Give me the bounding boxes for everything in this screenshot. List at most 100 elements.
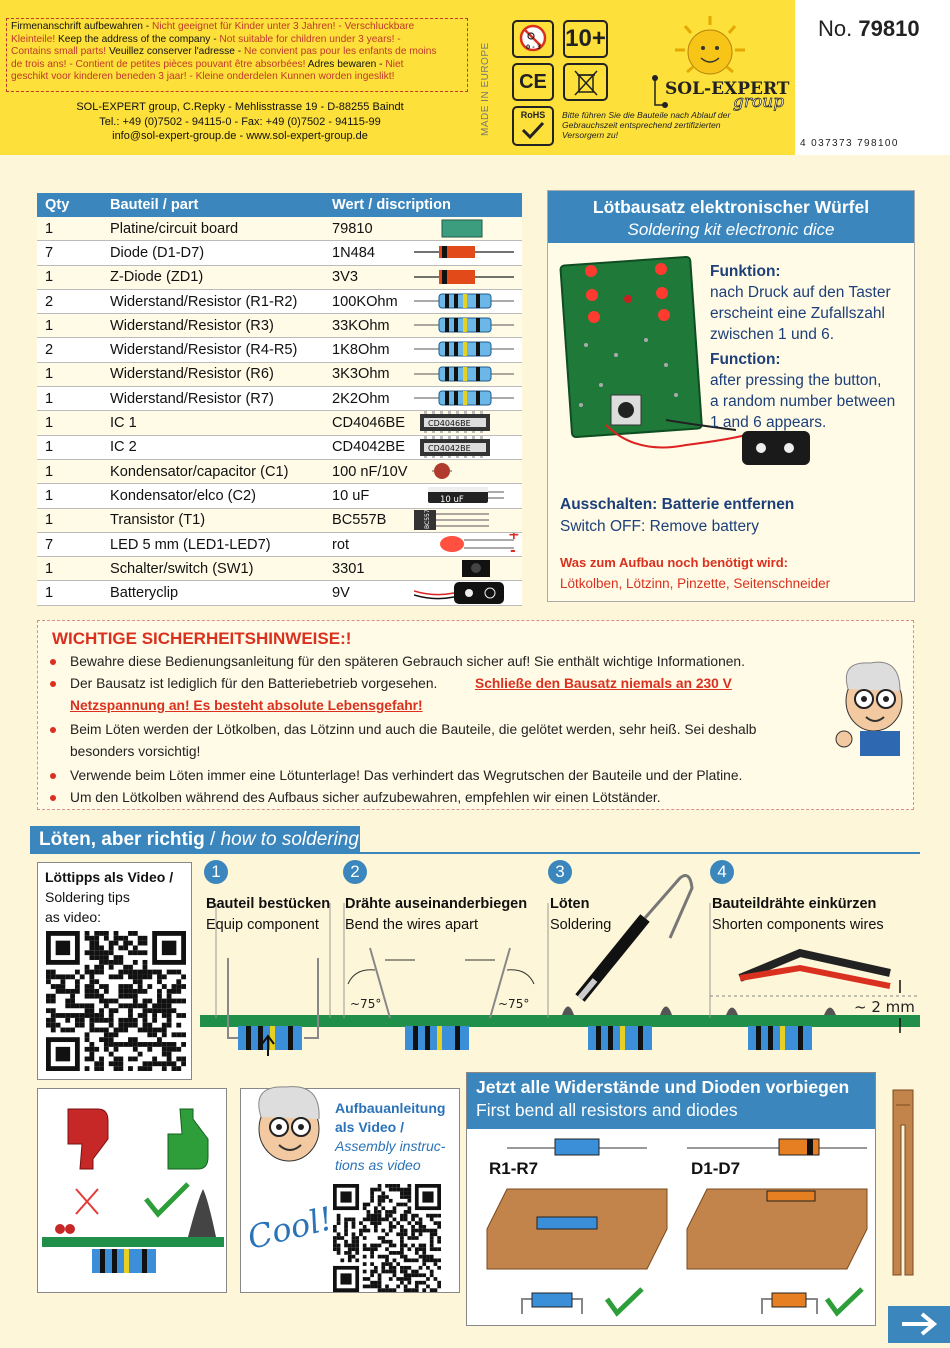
brand-name: SOL-EXPERT — [665, 79, 790, 99]
cell-part-text: Transistor (T1) — [110, 512, 206, 529]
cell-value-text: 2K2Ohm — [332, 390, 390, 407]
needed-text: Lötkolben, Lötzinn, Pinzette, Seitenschn… — [560, 576, 831, 591]
step-title-de: Bauteil bestücken — [206, 896, 331, 912]
cell-part: Schalter/switch (SW1) — [102, 556, 324, 582]
qr-code-soldering-tips[interactable] — [46, 931, 186, 1071]
ce-mark-icon: CE — [512, 63, 554, 101]
cell-value-text: rot — [332, 536, 350, 553]
transistor-icon: BC557B — [414, 505, 514, 535]
cell-qty-text: 1 — [45, 269, 54, 286]
step-title-en: Shorten components wires — [712, 917, 884, 933]
cell-value-text: 3V3 — [332, 269, 358, 286]
warning-line: geschikt voor kinderen beneden 3 jaar! -… — [11, 71, 463, 84]
step-title-de: Bauteildrähte einkürzen — [712, 896, 877, 912]
safety-item-text: Beim Löten werden der Lötkolben, das Löt… — [70, 722, 757, 737]
age-restriction-icon: 0 - 3 — [512, 20, 554, 58]
cell-qty: 7 — [37, 532, 102, 558]
cell-part-text: Widerstand/Resistor (R1-R2) — [110, 293, 298, 310]
cell-qty: 1 — [37, 556, 102, 582]
step-number-badge: 4 — [710, 860, 734, 884]
sun-icon — [675, 16, 745, 75]
bending-tool-icon — [892, 1089, 914, 1276]
cell-value: 1K8Ohm — [324, 337, 522, 363]
safety-item-text: Bewahre diese Bedienungsanleitung für de… — [70, 654, 745, 669]
safety-item-text: Um den Lötkolben während des Aufbaus sic… — [70, 790, 661, 805]
function-heading: Function: — [710, 351, 781, 368]
warning-line: Firmenanschrift aufbewahren - Nicht geei… — [11, 21, 463, 34]
product-number-prefix: No. — [818, 16, 853, 41]
cell-part: Platine/circuit board — [102, 217, 324, 242]
bullet-icon — [50, 773, 56, 779]
cell-qty: 1 — [37, 386, 102, 412]
disposal-note: Bitte führen Sie die Bauteile nach Ablau… — [562, 110, 731, 140]
next-page-button[interactable] — [888, 1306, 950, 1343]
qr-code-assembly-video[interactable] — [333, 1184, 441, 1292]
professor-mascot-icon — [258, 1086, 320, 1162]
header-banner — [0, 0, 950, 155]
funktion-line: zwischen 1 und 6. — [710, 326, 835, 343]
age-label-icon: 10+ — [563, 20, 608, 58]
product-title-bar: Lötbausatz elektronischer Würfel Solderi… — [548, 191, 914, 243]
keep-address-text: Keep the address of the company - — [58, 33, 220, 45]
step3-art — [547, 874, 694, 1050]
function-line: after pressing the button, — [710, 372, 882, 389]
keep-address-text: Firmenanschrift aufbewahren - — [11, 21, 152, 32]
cell-part-text: Schalter/switch (SW1) — [110, 560, 254, 577]
barcode-number: 4 037373 798100 — [800, 138, 899, 149]
safety-heading: WICHTIGE SICHERHEITSHINWEISE:! — [52, 629, 352, 648]
step2-art: ~75° ~75° — [343, 903, 535, 1050]
function-text-block: Funktion: nach Druck auf den Taster ersc… — [710, 261, 910, 433]
cell-part: Widerstand/Resistor (R3) — [102, 313, 324, 339]
cell-qty: 1 — [37, 362, 102, 388]
safety-item-text: Schließe den Bausatz niemals an 230 V — [475, 676, 732, 691]
cell-value: CD4042BE CD4042BE — [324, 435, 522, 462]
bullet-icon — [50, 681, 56, 687]
cell-qty-text: 2 — [45, 293, 54, 310]
needed-heading: Was zum Aufbau noch benötigt wird: — [560, 555, 788, 570]
sol-expert-logo: SOL-EXPERT group — [625, 10, 790, 120]
cell-part-text: LED 5 mm (LED1-LED7) — [110, 536, 271, 553]
rohs-label: RoHS — [520, 110, 546, 120]
cell-qty: 1 — [37, 217, 102, 242]
cell-part-text: Diode (D1-D7) — [110, 244, 205, 261]
cell-part-text: Kondensator/elco (C2) — [110, 487, 257, 504]
cell-qty-text: 1 — [45, 317, 54, 334]
product-number-value: 79810 — [858, 16, 920, 41]
cell-qty-text: 1 — [45, 560, 54, 577]
cool-label: Cool! — [243, 1199, 337, 1257]
safety-item-text: besonders vorsichtig! — [70, 744, 201, 759]
phone-line: Tel.: +49 (0)7502 - 94115-0 - Fax: +49 (… — [99, 115, 381, 128]
professor-mascot-image — [830, 651, 912, 756]
safety-item-text: Verwende beim Löten immer eine Lötunterl… — [70, 768, 743, 783]
ic-icon: CD4042BE — [414, 435, 514, 462]
cell-qty: 1 — [37, 580, 102, 606]
resistor-icon — [414, 290, 514, 316]
weee-bin-icon — [563, 63, 608, 101]
cell-part-text: IC 2 — [110, 439, 137, 456]
cell-value-text: CD4042BE — [332, 439, 406, 456]
cell-part-text: Widerstand/Resistor (R3) — [110, 317, 274, 334]
warning-text: Ne convient pas pour les enfants de moin… — [243, 46, 437, 58]
section-divider — [30, 852, 920, 854]
step-title-de: Löten — [550, 896, 590, 912]
cell-value-text: BC557B — [332, 512, 387, 529]
resistor-icon — [414, 387, 514, 413]
good-bad-solder-illustration — [42, 1108, 224, 1273]
cell-part: Transistor (T1) — [102, 508, 324, 533]
cell-qty-text: 1 — [45, 585, 54, 602]
cell-value: 100KOhm — [324, 289, 522, 316]
col-part: Bauteil / part — [102, 193, 324, 217]
cell-part-text: Kondensator/capacitor (C1) — [110, 463, 289, 480]
cell-qty: 1 — [37, 459, 102, 485]
warning-text: Niet — [385, 58, 404, 70]
ic-marking: CD4042BE — [428, 444, 471, 453]
cell-qty: 1 — [37, 508, 102, 533]
